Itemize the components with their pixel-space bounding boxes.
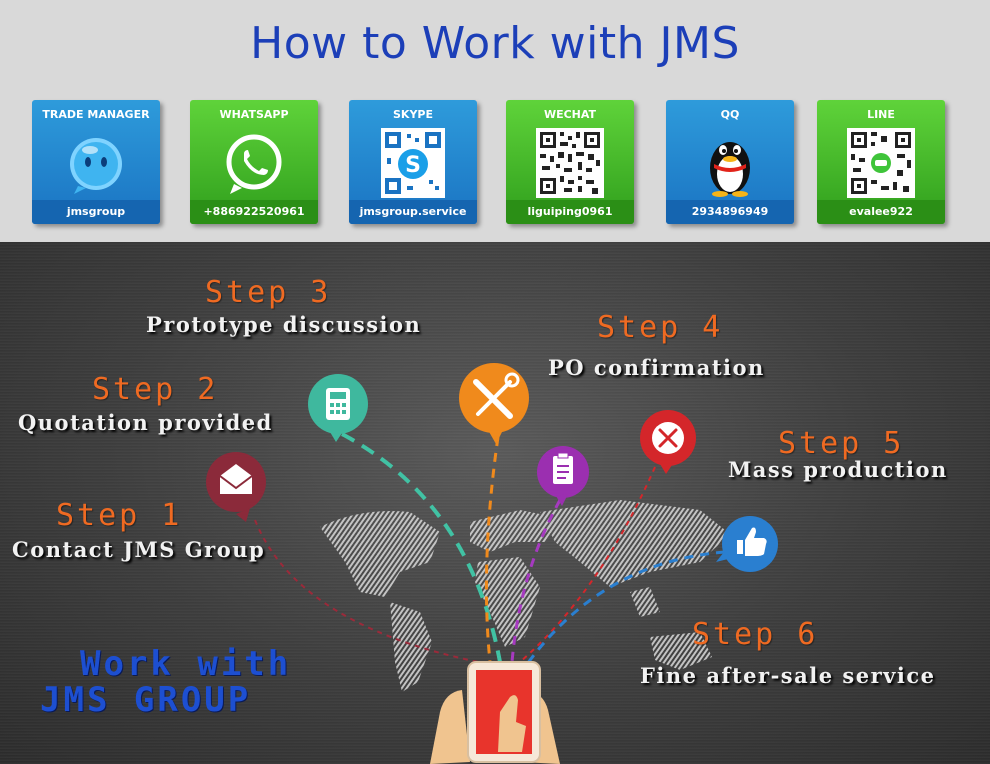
process-graphics (206, 363, 778, 764)
qq-penguin-icon (710, 142, 750, 197)
line-qr-icon (847, 128, 915, 198)
contact-label: WHATSAPP (219, 108, 289, 121)
contact-value: liguiping0961 (527, 205, 613, 218)
contact-label: TRADE MANAGER (42, 108, 150, 121)
step-5-text: Mass production (728, 457, 948, 482)
clipboard-icon (537, 446, 589, 506)
contact-header: How to Work with JMS TRADE MANAGER jmsgr… (0, 0, 990, 242)
step-2-text: Quotation provided (18, 410, 273, 435)
contact-value: jmsgroup.service (359, 205, 467, 218)
contact-card-skype[interactable]: SKYPE S jmsgroup.service (349, 100, 477, 224)
contact-value: 2934896949 (691, 205, 769, 218)
step-1-text: Contact JMS Group (12, 537, 266, 562)
page-title: How to Work with JMS (250, 18, 740, 69)
contact-card-trade-manager[interactable]: TRADE MANAGER jmsgroup (32, 100, 160, 224)
skype-qr-icon: S (381, 128, 445, 198)
step-3-text: Prototype discussion (146, 312, 422, 337)
process-board: Step 3 Prototype discussion Step 2 Quota… (0, 242, 990, 764)
card-band (349, 200, 477, 224)
contact-label: QQ (720, 108, 740, 121)
whatsapp-icon (226, 134, 282, 194)
tools-icon (459, 363, 529, 444)
contact-label: SKYPE (393, 108, 433, 121)
contact-value: +886922520961 (203, 205, 305, 218)
world-map (320, 500, 730, 692)
wechat-qr-icon (536, 128, 604, 198)
contact-card-line[interactable]: LINE evalee922 (817, 100, 945, 224)
step-5-label: Step 5 (778, 426, 905, 461)
contact-card-wechat[interactable]: WECHAT ligu (506, 100, 634, 224)
card-band (32, 200, 160, 224)
step-2-label: Step 2 (92, 372, 219, 407)
thumbs-up-icon (716, 516, 778, 572)
contact-card-whatsapp[interactable]: WHATSAPP +886922520961 (190, 100, 318, 224)
contact-label: LINE (867, 108, 895, 121)
card-band (666, 200, 794, 224)
step-6-label: Step 6 (692, 617, 819, 652)
step-4-label: Step 4 (597, 310, 724, 345)
card-band (506, 200, 634, 224)
wrench-screwdriver-icon (640, 410, 696, 474)
card-band (190, 200, 318, 224)
envelope-icon (206, 452, 266, 522)
card-band (817, 200, 945, 224)
contact-value: jmsgroup (66, 205, 126, 218)
brand-line-2: JMS GROUP (40, 680, 252, 720)
step-1-label: Step 1 (56, 498, 183, 533)
connection-lines (254, 432, 726, 668)
contact-card-qq[interactable]: QQ 2934896949 (666, 100, 794, 224)
step-4-text: PO confirmation (548, 355, 765, 380)
step-3-label: Step 3 (205, 275, 332, 310)
svg-text:S: S (405, 153, 421, 178)
step-6-text: Fine after-sale service (640, 663, 936, 688)
contact-value: evalee922 (849, 205, 913, 218)
tablet-icon (430, 661, 560, 764)
calculator-icon (308, 374, 368, 442)
brand-line-1: Work with (80, 644, 292, 684)
contact-label: WECHAT (543, 108, 597, 121)
trade-manager-icon (70, 138, 122, 194)
